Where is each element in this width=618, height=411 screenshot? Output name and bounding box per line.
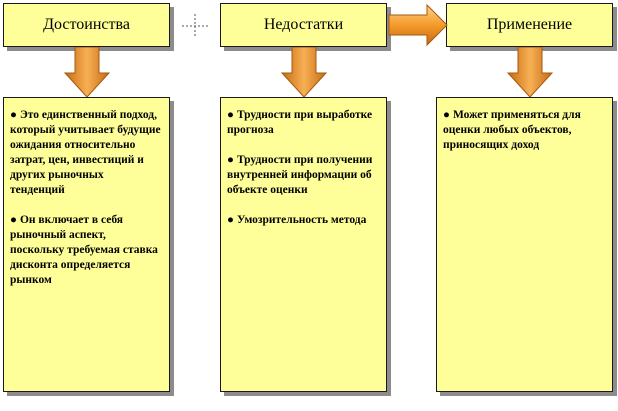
bullet-icon: ● — [227, 154, 234, 166]
list-item: ●Это единственный подход, который учитыв… — [10, 108, 161, 198]
bullet-icon: ● — [10, 109, 17, 121]
bullet-icon: ● — [227, 109, 234, 121]
list-item: ●Умозрительность метода — [227, 213, 378, 228]
list-item: ●Трудности при получении внутренней инфо… — [227, 153, 378, 198]
disadvantages-item-text: Умозрительность метода — [236, 214, 367, 226]
arrow-down-icon — [63, 47, 111, 98]
header-application: Применение — [446, 3, 613, 47]
header-advantages-label: Достоинства — [43, 16, 130, 33]
arrow-down-icon — [280, 47, 328, 98]
advantages-item-text: Это единственный подход, который учитыва… — [10, 109, 161, 196]
bullet-icon: ● — [227, 214, 234, 226]
bullet-icon: ● — [10, 214, 17, 226]
disadvantages-item-text: Трудности при получении внутренней инфор… — [227, 154, 373, 196]
list-item: ●Может применяться для оценки любых объе… — [443, 108, 604, 153]
crosshair-icon — [182, 14, 208, 38]
bullet-icon: ● — [443, 109, 450, 121]
application-box: ●Может применяться для оценки любых объе… — [436, 97, 613, 392]
disadvantages-box: ●Трудности при выработке прогноза ●Трудн… — [220, 97, 387, 392]
application-item-text: Может применяться для оценки любых объек… — [443, 109, 581, 151]
list-item: ●Трудности при выработке прогноза — [227, 108, 378, 138]
arrow-down-icon — [506, 47, 554, 98]
arrow-right-icon — [388, 3, 448, 47]
header-advantages: Достоинства — [3, 3, 170, 47]
advantages-item-text: Он включает в себя рыночный аспект, поск… — [10, 214, 158, 286]
header-disadvantages: Недостатки — [220, 3, 387, 47]
header-disadvantages-label: Недостатки — [263, 16, 344, 33]
list-item: ●Он включает в себя рыночный аспект, пос… — [10, 213, 161, 288]
header-application-label: Применение — [486, 16, 573, 33]
advantages-box: ●Это единственный подход, который учитыв… — [3, 97, 170, 392]
disadvantages-item-text: Трудности при выработке прогноза — [227, 109, 373, 136]
